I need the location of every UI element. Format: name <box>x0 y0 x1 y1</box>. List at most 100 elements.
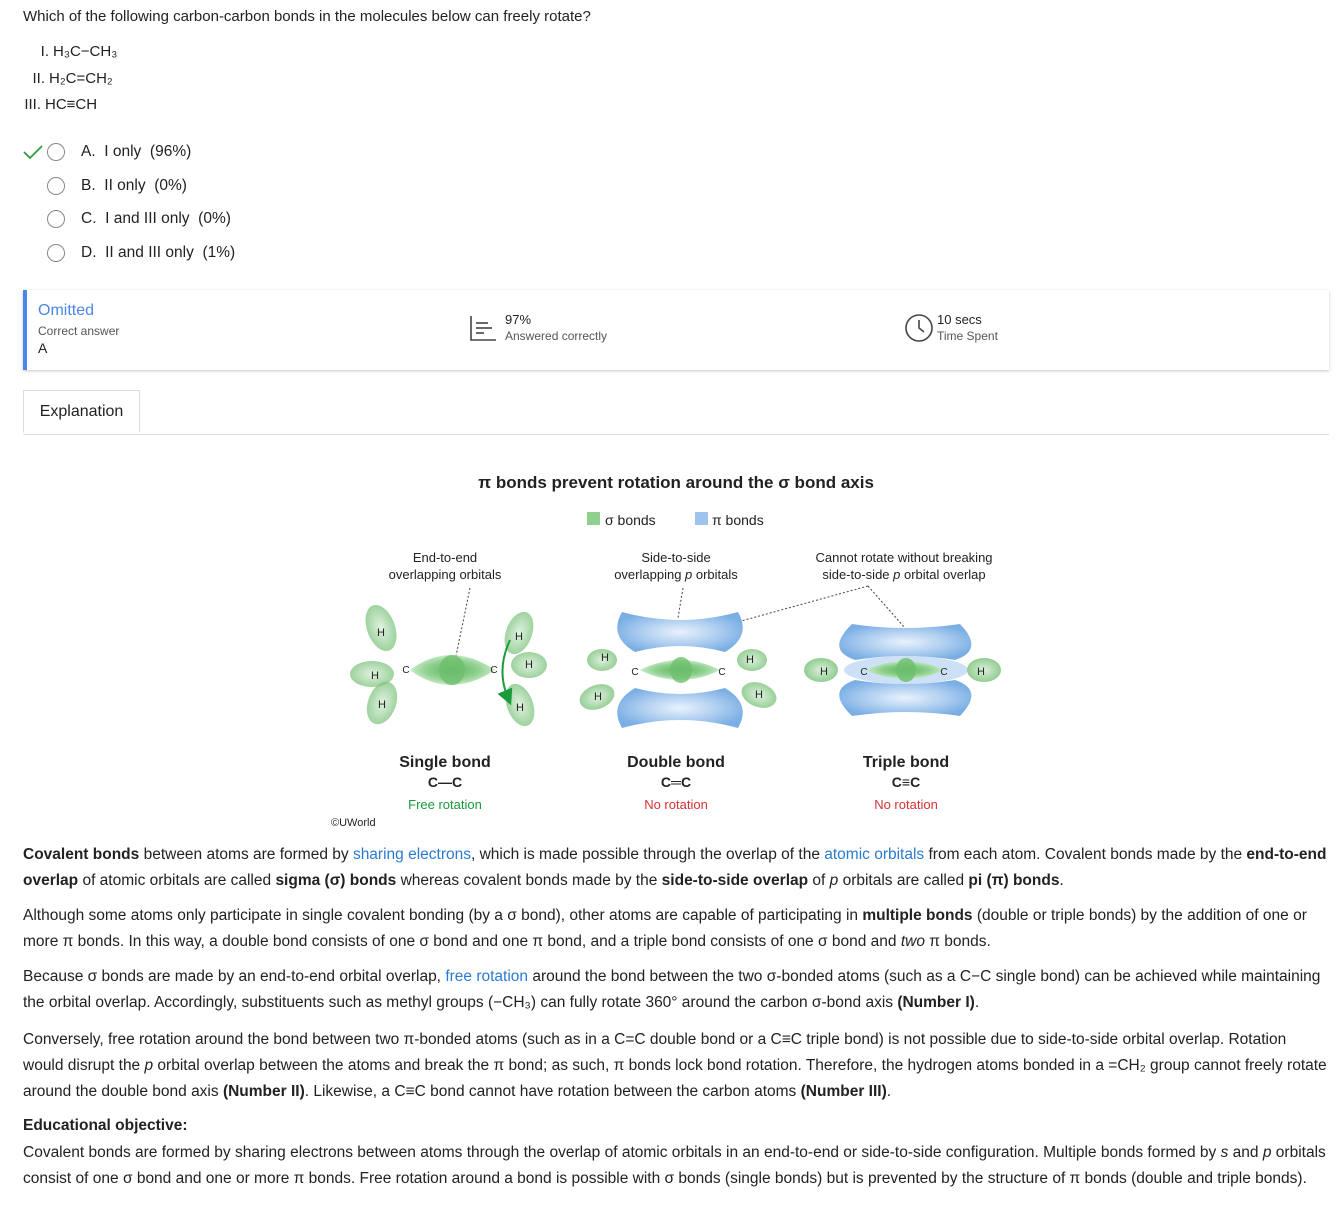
h-orbital <box>579 684 615 710</box>
single-bond-molecule: H H H C C H H H <box>350 604 547 727</box>
roman-item-2: II.H₂C=CH₂ <box>11 70 112 87</box>
atom-label: H <box>746 654 754 666</box>
answer-choice-d[interactable]: D. II and III only (1%) <box>22 241 235 265</box>
explanation-paragraph-4: Conversely, free rotation around the bon… <box>23 1031 1327 1100</box>
link-atomic-orbitals[interactable]: atomic orbitals <box>824 846 925 863</box>
callout-end-to-end-line1: End-to-end <box>413 550 477 565</box>
triple-bond-molecule: H C C H <box>804 624 1001 716</box>
pi-orbital-top <box>617 612 743 652</box>
pi-orbital-bottom <box>617 688 743 728</box>
molecule-formula: HC≡CH <box>45 96 98 113</box>
rotation-arrow-icon <box>497 639 513 706</box>
check-placeholder <box>22 209 44 229</box>
sigma-overlap <box>439 655 465 685</box>
link-sharing-electrons[interactable]: sharing electrons <box>352 846 471 863</box>
sigma-legend-swatch <box>587 512 600 525</box>
atom-label: C <box>940 667 947 678</box>
h-orbital <box>511 652 547 678</box>
atom-label: H <box>594 691 602 703</box>
answer-stats-panel: Omitted Correct answer A 97% Answered co… <box>23 290 1329 370</box>
atom-label: C <box>860 667 867 678</box>
choice-label: D. II and III only (1%) <box>81 244 236 261</box>
h-orbital <box>505 683 535 727</box>
callout-cannot-rotate-line2: side-to-side p orbital overlap <box>822 567 985 582</box>
triple-bond-formula: C≡C <box>892 774 920 790</box>
percent-correct-stat: 97% Answered correctly <box>468 312 607 343</box>
atom-label: H <box>525 659 533 671</box>
roman-item-3: III.HC≡CH <box>7 96 97 113</box>
answer-choice-a[interactable]: A. I only (96%) <box>22 140 191 164</box>
double-bond-title: Double bond <box>627 754 725 771</box>
callout-side-to-side-line1: Side-to-side <box>641 550 710 565</box>
educational-objective-title: Educational objective: <box>23 1117 188 1134</box>
figure-title: π bonds prevent rotation around the σ bo… <box>478 473 874 492</box>
answer-choice-b[interactable]: B. II only (0%) <box>22 174 187 198</box>
h-orbital <box>504 611 534 655</box>
check-placeholder <box>22 176 44 196</box>
atom-label: H <box>977 666 985 678</box>
atom-label: H <box>371 670 379 682</box>
h-orbital <box>366 681 398 725</box>
question-stem: Which of the following carbon-carbon bon… <box>23 8 591 25</box>
triple-bond-rotation: No rotation <box>874 797 938 812</box>
correct-answer-value: A <box>38 340 48 356</box>
molecule-formula: H₃C−CH₃ <box>53 43 118 60</box>
check-placeholder <box>22 243 44 263</box>
bar-chart-icon <box>470 315 496 341</box>
tab-explanation[interactable]: Explanation <box>23 390 140 433</box>
clock-icon <box>905 313 933 342</box>
educational-objective-text: Covalent bonds are formed by sharing ele… <box>23 1144 1326 1187</box>
double-bond-formula: C═C <box>661 774 691 790</box>
atom-label: C <box>631 667 638 678</box>
choice-label: B. II only (0%) <box>81 177 187 194</box>
h-orbital <box>737 649 767 671</box>
answer-choice-c[interactable]: C. I and III only (0%) <box>22 207 231 231</box>
callout-leader-line <box>455 587 471 657</box>
callout-end-to-end-line2: overlapping orbitals <box>389 567 502 582</box>
correct-answer-label: Correct answer <box>38 324 120 338</box>
time-label: Time Spent <box>937 329 998 343</box>
atom-label: H <box>378 699 386 711</box>
sigma-overlap <box>670 657 692 683</box>
choice-label: A. I only (96%) <box>81 143 192 160</box>
explanation-paragraph-3: Because σ bonds are made by an end-to-en… <box>23 968 1321 1011</box>
radio-button[interactable] <box>47 244 65 262</box>
radio-button[interactable] <box>47 143 65 161</box>
atom-label: H <box>377 627 385 639</box>
atom-label: H <box>601 652 609 664</box>
tab-bar: Explanation <box>23 390 1329 435</box>
single-bond-formula: C—C <box>428 774 462 790</box>
h-orbital <box>804 658 838 682</box>
explanation-paragraph-2: Although some atoms only participate in … <box>23 907 1307 950</box>
atom-label: C <box>402 665 409 676</box>
percent-value: 97% <box>505 312 532 327</box>
sigma-legend-label: σ bonds <box>605 512 656 528</box>
explanation-paragraph-1: Covalent bonds between atoms are formed … <box>23 846 1327 889</box>
atom-label: H <box>516 702 524 714</box>
single-bond-rotation: Free rotation <box>408 797 482 812</box>
roman-numeral: I. <box>40 43 49 60</box>
choice-label: C. I and III only (0%) <box>81 210 231 227</box>
pi-legend-swatch <box>695 512 708 525</box>
atom-label: C <box>718 667 725 678</box>
copyright-notice: ©UWorld <box>331 817 376 829</box>
percent-label: Answered correctly <box>505 329 608 343</box>
callout-leader-line <box>733 585 869 624</box>
omitted-status: Omitted <box>38 302 95 319</box>
triple-bond-title: Triple bond <box>863 754 949 771</box>
pi-orbital-top <box>839 624 972 660</box>
double-bond-rotation: No rotation <box>644 797 708 812</box>
h-orbital <box>741 682 777 708</box>
radio-button[interactable] <box>47 210 65 228</box>
atom-label: H <box>755 689 763 701</box>
time-value: 10 secs <box>937 312 982 327</box>
radio-button[interactable] <box>47 177 65 195</box>
roman-numeral: II. <box>32 70 45 87</box>
correct-check-icon <box>22 142 44 162</box>
link-free-rotation[interactable]: free rotation <box>445 968 529 985</box>
atom-label: H <box>820 666 828 678</box>
h-orbital <box>967 658 1001 682</box>
roman-numeral: III. <box>24 96 41 113</box>
h-orbital <box>350 661 394 687</box>
atom-label: C <box>490 665 497 676</box>
